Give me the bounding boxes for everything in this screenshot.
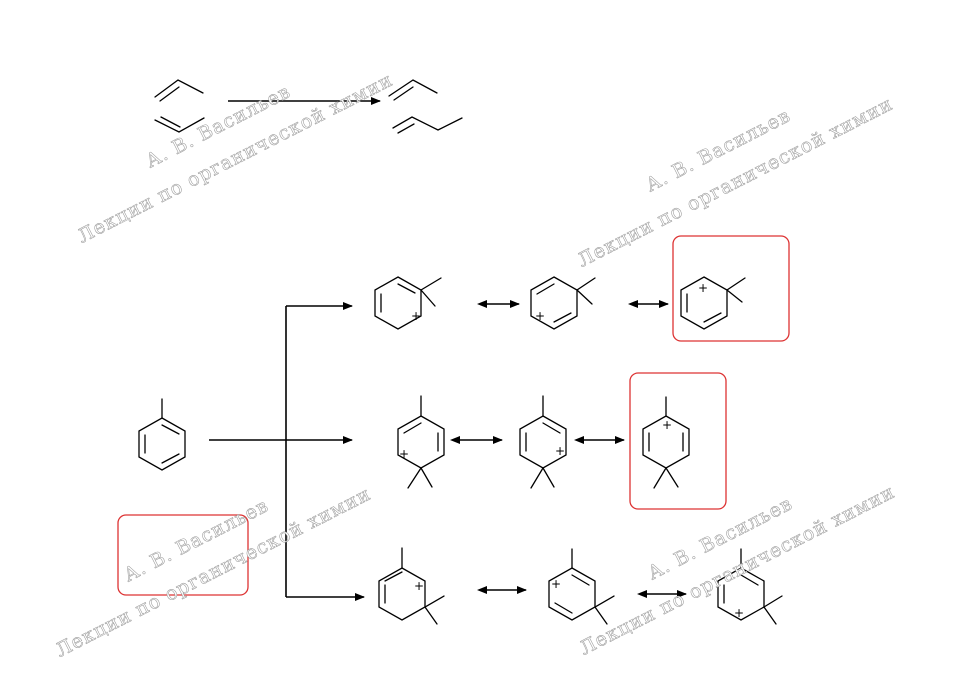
watermark-2: А. В. Васильев Лекции по органической хи… (574, 92, 897, 272)
plus-charge: + (555, 444, 565, 458)
plus-charge: + (662, 418, 672, 432)
ion-row3-c: + (717, 548, 783, 625)
ion-row2-b: + (519, 395, 567, 489)
watermark-1: А. В. Васильев Лекции по органической хи… (74, 68, 397, 248)
ion-row2-a: + (397, 395, 445, 489)
plus-charge: + (399, 447, 409, 461)
ion-row1-c: + (680, 276, 746, 330)
highlight-box-1 (672, 235, 790, 342)
ion-row1-a: + (374, 276, 442, 330)
toluene (138, 398, 186, 471)
ion-row1-b: + (530, 276, 596, 330)
plus-charge: + (698, 281, 708, 295)
branch-arrows (209, 302, 365, 601)
top-products (388, 79, 463, 134)
svg-text:Лекции по органической химии: Лекции по органической химии (574, 93, 897, 272)
watermark-3: А. В. Васильев Лекции по органической хи… (52, 482, 375, 662)
ion-row3-a: + (378, 547, 445, 625)
svg-text:Лекции по органической химии: Лекции по органической химии (576, 481, 899, 660)
ion-row2-c: + (642, 396, 690, 489)
plus-charge: + (411, 309, 421, 323)
ion-row3-b: + (548, 548, 615, 625)
top-reactants (154, 79, 205, 133)
svg-text:Лекции по органической химии: Лекции по органической химии (74, 69, 397, 248)
plus-charge: + (414, 579, 424, 593)
plus-charge: + (734, 606, 744, 620)
watermark-4: А. В. Васильев Лекции по органической хи… (576, 480, 899, 660)
highlight-box-2 (629, 372, 727, 510)
plus-charge: + (551, 577, 561, 591)
plus-charge: + (535, 309, 545, 323)
highlight-box-3 (117, 514, 249, 596)
svg-text:Лекции по органической химии: Лекции по органической химии (52, 483, 375, 662)
